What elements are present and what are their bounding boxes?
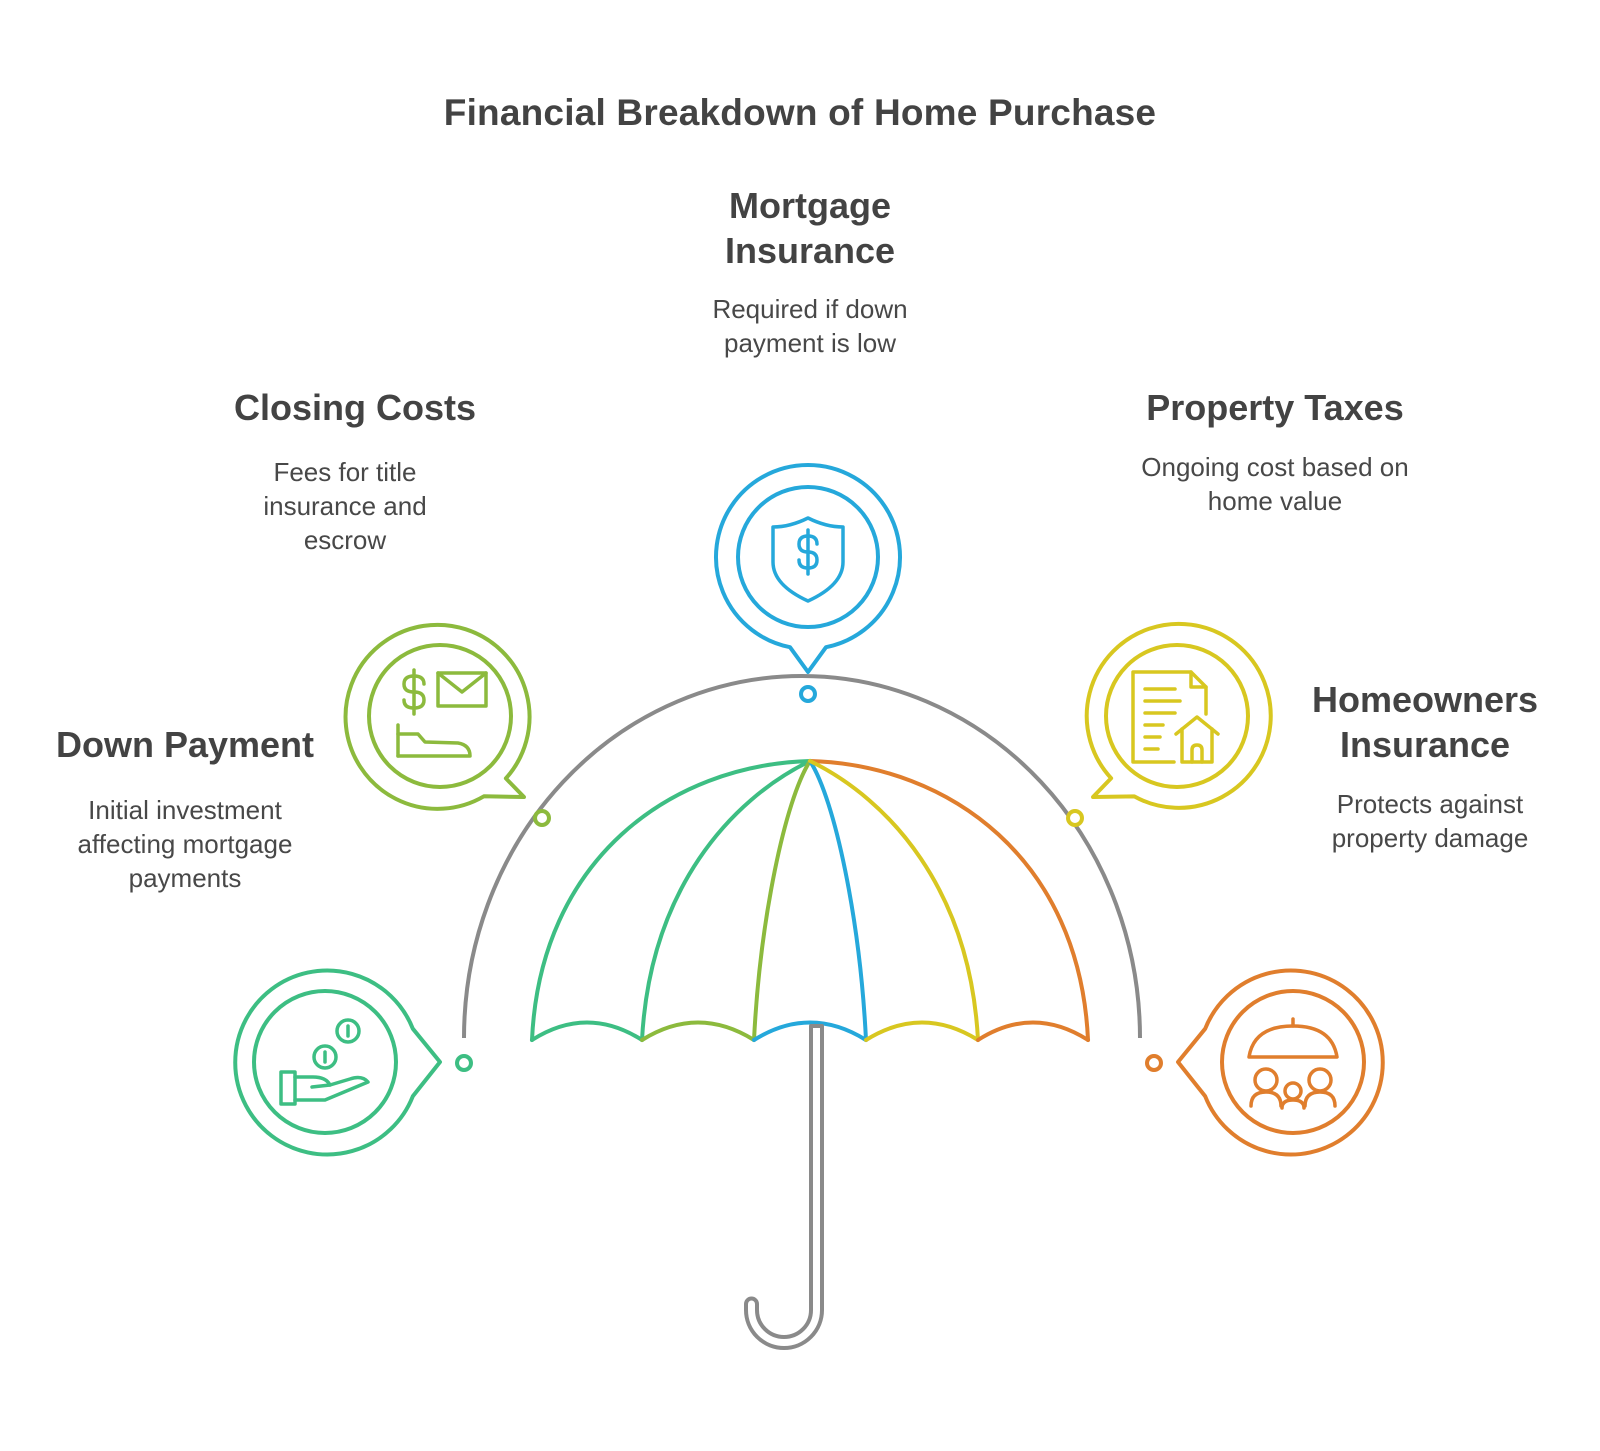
shield-dollar-icon (771, 516, 845, 603)
label-property-taxes: Property Taxes (1146, 387, 1404, 428)
label-down-payment: Down Payment (55, 724, 315, 765)
dollar-envelope-hand-icon (396, 668, 488, 758)
hand-coins-icon (279, 1018, 370, 1106)
umbrella-canopy (530, 759, 1090, 1042)
desc-property-taxes: Ongoing cost based on home value (1141, 452, 1409, 516)
desc-closing-costs: Fees for title insurance and escrow (263, 457, 427, 555)
bubble-property-taxes (1084, 621, 1273, 810)
dot-closing-costs (533, 809, 551, 827)
label-closing-costs: Closing Costs (233, 387, 476, 428)
desc-homeowners-insurance: Protects against property damage (1331, 789, 1529, 853)
dot-down-payment (455, 1054, 473, 1072)
diagram-title: Financial Breakdown of Home Purchase (443, 92, 1157, 133)
desc-mortgage-insurance: Required if down payment is low (712, 294, 908, 358)
label-mortgage-insurance: Mortgage Insurance (724, 185, 896, 271)
bubble-down-payment (233, 968, 442, 1157)
bubble-homeowners-insurance (1176, 968, 1385, 1157)
umbrella-handle (744, 1024, 824, 1350)
dot-property-taxes (1066, 809, 1084, 827)
bubble-closing-costs (343, 622, 532, 811)
label-homeowners-insurance: Homeowners Insurance (1311, 679, 1539, 765)
dot-mortgage-insurance (799, 685, 817, 703)
desc-down-payment: Initial investment affecting mortgage pa… (77, 795, 293, 893)
outer-arc (462, 674, 1142, 1039)
dot-homeowners-insurance (1145, 1054, 1163, 1072)
umbrella-family-icon (1247, 1017, 1339, 1110)
document-house-icon (1131, 670, 1220, 764)
